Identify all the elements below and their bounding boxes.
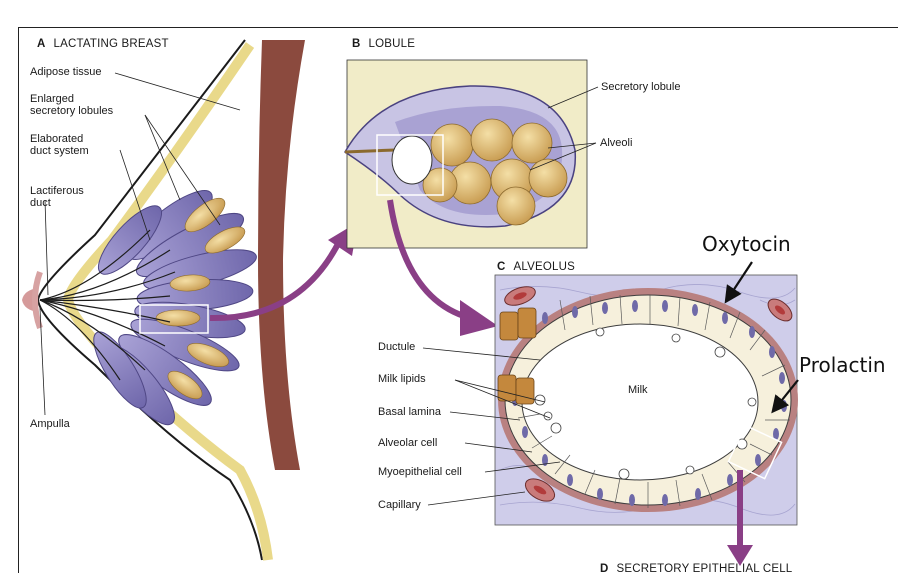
label-myoepithelial-cell: Myoepithelial cell: [378, 466, 462, 478]
label-ductule: Ductule: [378, 341, 415, 353]
label-secretory-lobule: Secretory lobule: [601, 81, 681, 93]
label-alveoli: Alveoli: [600, 137, 632, 149]
panel-d-title: D SECRETORY EPITHELIAL CELL: [600, 563, 792, 575]
label-ampulla: Ampulla: [30, 418, 70, 430]
panel-d-letter: D: [600, 563, 609, 575]
zoom-arrowhead-b-c: [460, 300, 498, 336]
label-lactiferous-duct: Lactiferous duct: [30, 185, 84, 209]
breast-illustration: [22, 40, 305, 560]
label-milk-lipids: Milk lipids: [378, 373, 426, 385]
panel-d-text: SECRETORY EPITHELIAL CELL: [617, 563, 793, 575]
label-enlarged-lobules: Enlarged secretory lobules: [30, 93, 113, 117]
label-capillary: Capillary: [378, 499, 421, 511]
label-adipose-tissue: Adipose tissue: [30, 66, 102, 78]
label-prolactin: Prolactin: [799, 353, 886, 377]
panel-b-text: LOBULE: [369, 38, 416, 50]
panel-a-text: LACTATING BREAST: [54, 38, 169, 50]
label-oxytocin: Oxytocin: [702, 232, 791, 256]
label-basal-lamina: Basal lamina: [378, 406, 441, 418]
panel-c-title: C ALVEOLUS: [497, 261, 575, 273]
lobule-panel: [345, 60, 587, 248]
areola: [35, 272, 40, 328]
label-elaborated-duct: Elaborated duct system: [30, 133, 89, 157]
panel-b-title: B LOBULE: [352, 38, 415, 50]
label-alveolar-cell: Alveolar cell: [378, 437, 437, 449]
panel-a-title: A LACTATING BREAST: [37, 38, 169, 50]
panel-a-letter: A: [37, 38, 46, 50]
alveolus-panel: [495, 275, 798, 525]
panel-b-letter: B: [352, 38, 361, 50]
lobules: [85, 180, 260, 433]
pectoral-muscle: [258, 40, 305, 470]
panel-c-text: ALVEOLUS: [514, 261, 575, 273]
panel-c-letter: C: [497, 261, 506, 273]
label-milk: Milk: [628, 384, 648, 396]
